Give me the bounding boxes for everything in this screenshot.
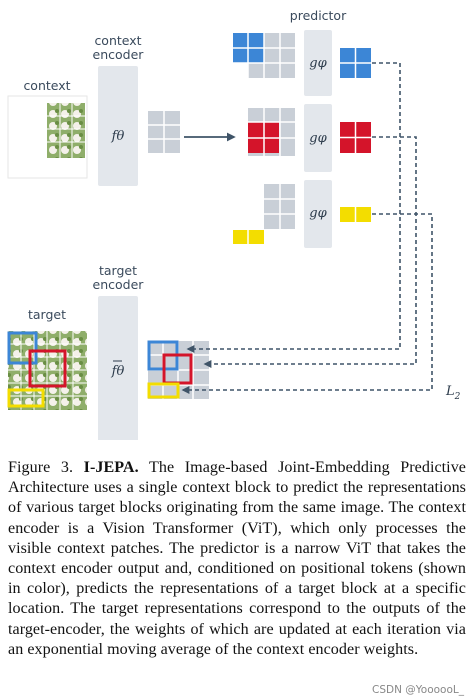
target-encoder-block: fθ bbox=[98, 296, 138, 440]
g-phi-1: gφ bbox=[309, 56, 327, 71]
predictor-block-3: gφ bbox=[304, 180, 332, 248]
f-theta-bar-target: fθ bbox=[111, 364, 125, 379]
caption-body: The Image-based Joint-Embedding Predicti… bbox=[8, 459, 466, 658]
context-image bbox=[8, 96, 87, 178]
context-embedding-patches bbox=[148, 111, 180, 153]
target-encoder-label-line2: encoder bbox=[93, 277, 145, 292]
predictor-input-yellow bbox=[233, 184, 295, 244]
predictor-block-1: gφ bbox=[304, 30, 332, 96]
predicted-output-blue bbox=[340, 48, 371, 78]
caption-label: Figure 3. bbox=[8, 459, 73, 476]
predicted-output-red bbox=[340, 122, 371, 153]
target-label: target bbox=[28, 307, 66, 322]
predictor-label: predictor bbox=[290, 8, 347, 23]
predicted-output-yellow bbox=[340, 207, 371, 222]
f-theta-context: fθ bbox=[111, 129, 125, 144]
target-image bbox=[8, 331, 87, 410]
watermark: CSDN @YoooooL_ bbox=[370, 684, 466, 696]
g-phi-3: gφ bbox=[309, 206, 327, 221]
predictor-input-blue bbox=[233, 33, 295, 78]
figure-caption: Figure 3. I-JEPA. The Image-based Joint-… bbox=[8, 458, 466, 660]
predictor-input-red bbox=[248, 108, 295, 156]
ijepa-diagram: predictor context encoder context target… bbox=[0, 0, 474, 440]
context-label: context bbox=[23, 78, 70, 93]
predictor-block-2: gφ bbox=[304, 104, 332, 172]
context-encoder-label-line1: context bbox=[94, 33, 141, 48]
context-encoder-block: fθ bbox=[98, 66, 138, 186]
target-encoder-label-line1: target bbox=[99, 263, 137, 278]
context-encoder-label-line2: encoder bbox=[93, 47, 145, 62]
caption-title: I-JEPA. bbox=[84, 459, 139, 476]
g-phi-2: gφ bbox=[309, 131, 327, 146]
loss-label: L2 bbox=[445, 384, 461, 402]
